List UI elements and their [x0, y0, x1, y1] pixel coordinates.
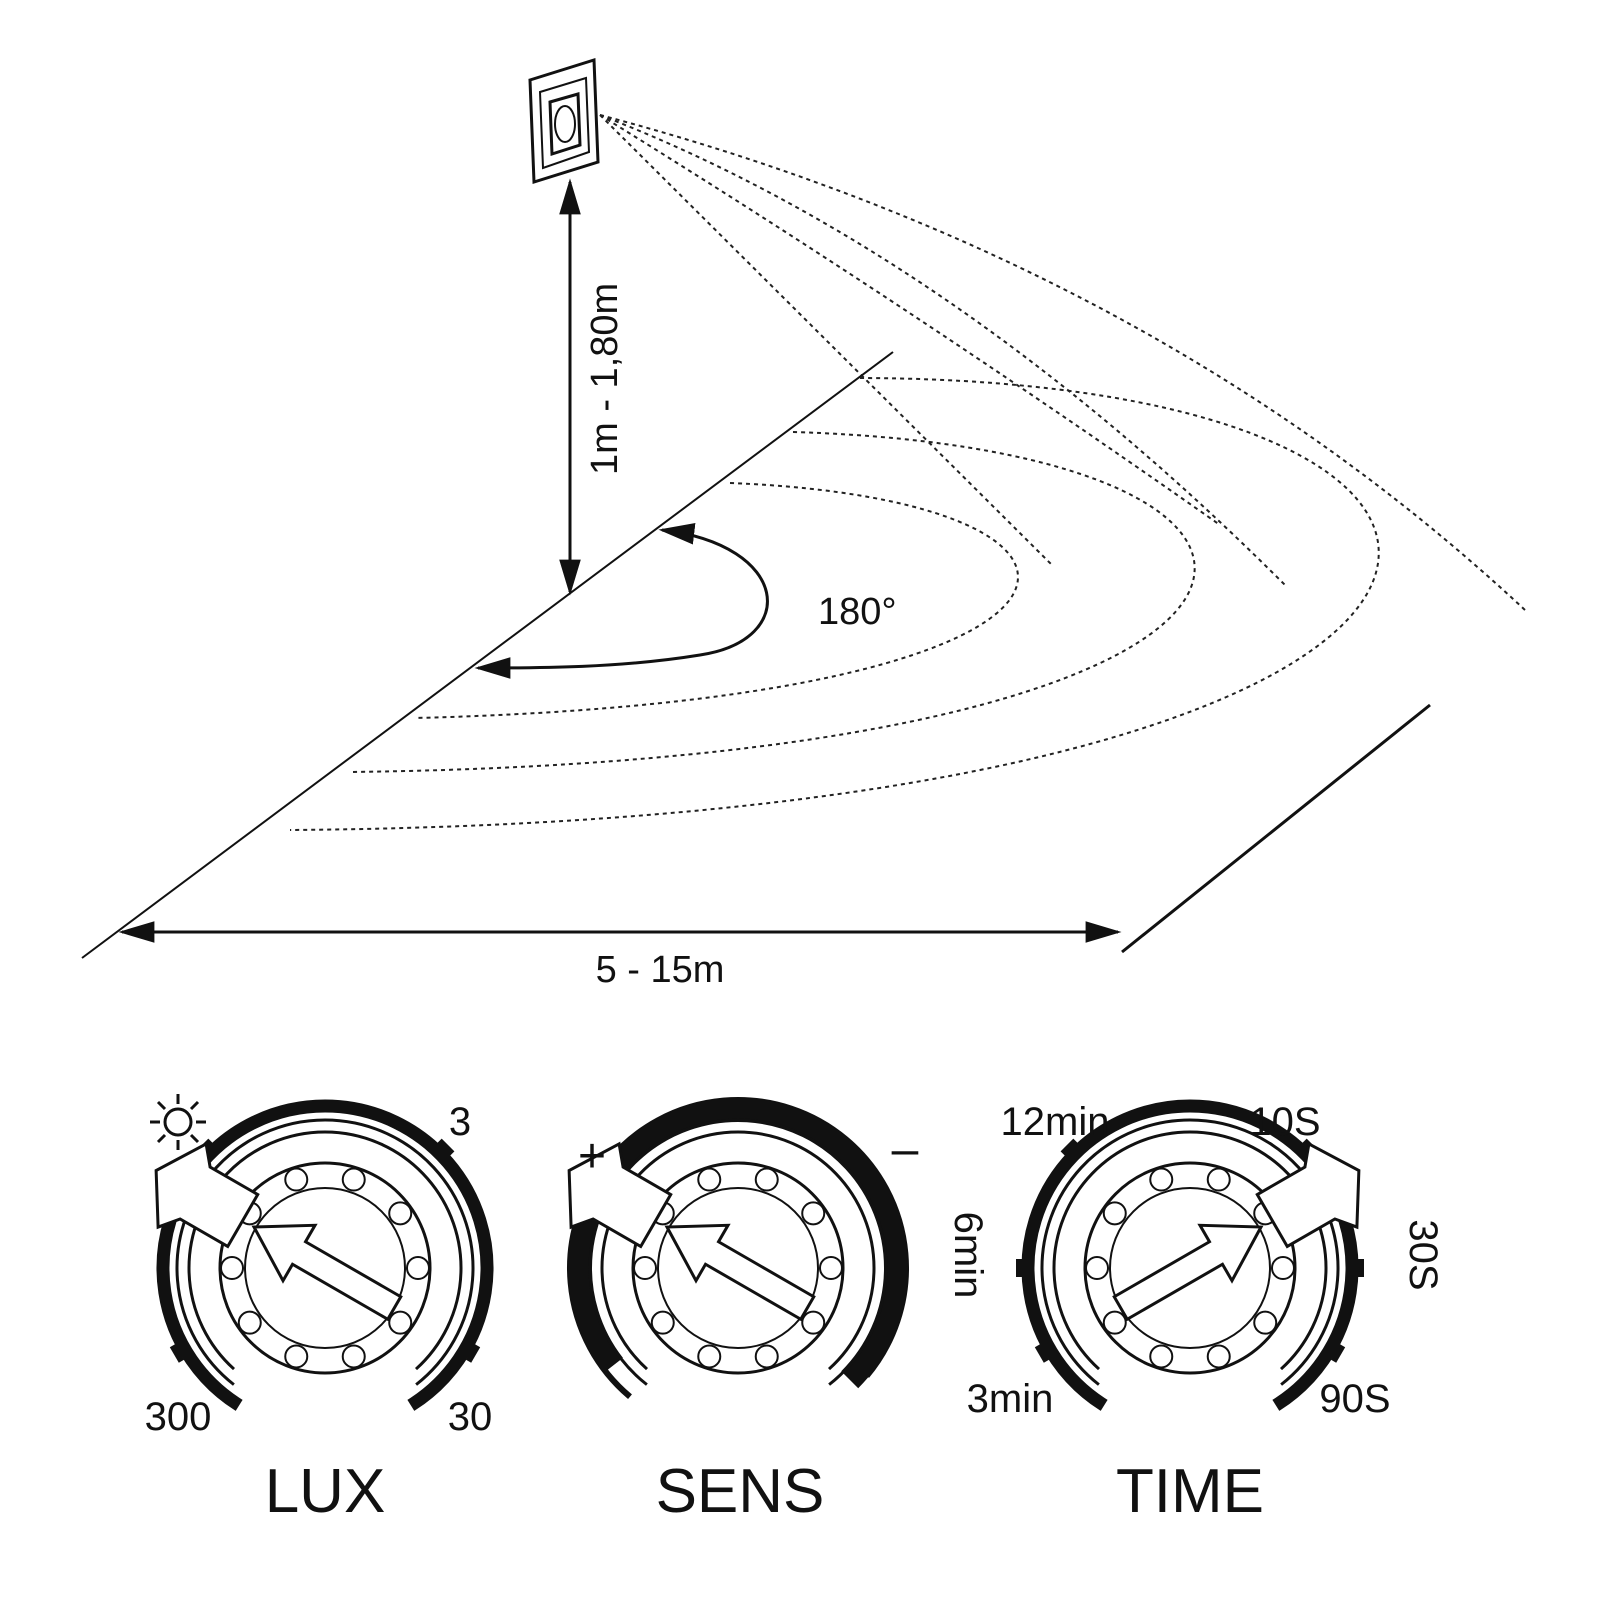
sens-plus-label: + — [578, 1130, 606, 1183]
dial-inner-ring — [1052, 1130, 1328, 1371]
knob-pointer — [154, 1141, 403, 1322]
sens-title: SENS — [656, 1457, 825, 1526]
angle-arc-arrow — [474, 523, 769, 679]
knob-detent — [697, 1167, 722, 1192]
knob-detent — [1102, 1310, 1127, 1335]
detection-rays — [599, 114, 1526, 611]
floor-far-line — [1121, 703, 1431, 954]
dial-outer-ring — [1040, 1118, 1340, 1386]
knob-detent — [1206, 1344, 1231, 1369]
knob-detent — [754, 1344, 779, 1369]
lux-title: LUX — [265, 1457, 386, 1526]
scale-tick — [1060, 1138, 1078, 1156]
knob-detent — [697, 1344, 722, 1369]
lux-dial[interactable] — [132, 1099, 494, 1411]
arrow-icon — [1112, 1223, 1264, 1322]
sensitivity-wedge — [568, 1098, 908, 1389]
scale-arc — [156, 1099, 494, 1411]
knob-detent — [754, 1167, 779, 1192]
detection-angle-label: 180° — [818, 591, 897, 633]
time-dial[interactable] — [1016, 1099, 1383, 1411]
knob-detent — [220, 1256, 244, 1280]
scale-tick — [1034, 1344, 1050, 1363]
detection-range-label: 5 - 15m — [596, 949, 725, 991]
sens-minus-label: – — [892, 1123, 919, 1176]
lux-label-30: 30 — [448, 1395, 493, 1439]
knob-detent — [406, 1256, 430, 1280]
lux-label-300: 300 — [145, 1395, 212, 1439]
dial-inner-ring — [187, 1130, 463, 1371]
arrow-icon — [251, 1223, 403, 1322]
time-label-90s: 90S — [1319, 1377, 1390, 1421]
knob-detent — [284, 1167, 309, 1192]
knob-detent — [801, 1201, 826, 1226]
knob-detent — [1149, 1344, 1174, 1369]
knob-detent — [341, 1344, 366, 1369]
wall-sensor-icon — [528, 57, 600, 185]
pointer-tab — [154, 1141, 260, 1249]
detection-zones — [289, 377, 1380, 831]
knob-detent — [801, 1310, 826, 1335]
scale-arc — [1021, 1099, 1359, 1411]
floor-edge-line — [81, 351, 894, 959]
time-label-3min: 3min — [967, 1377, 1054, 1421]
knob-detent — [237, 1310, 262, 1335]
knob-pointer — [1112, 1141, 1361, 1322]
knob-detent — [341, 1167, 366, 1192]
knob-detent — [819, 1256, 843, 1280]
knob-detent — [1085, 1256, 1109, 1280]
sun-icon — [150, 1094, 206, 1150]
knob-detent — [1271, 1256, 1295, 1280]
dial-outer-ring — [588, 1118, 888, 1386]
knob-detent — [633, 1256, 657, 1280]
sensitivity-dial[interactable] — [545, 1097, 909, 1399]
time-label-12min: 12min — [1001, 1100, 1110, 1144]
scale-tick — [465, 1344, 481, 1363]
knob-detent — [388, 1201, 413, 1226]
knob-detent — [388, 1310, 413, 1335]
time-label-10s: 10S — [1249, 1100, 1320, 1144]
scale-tick — [169, 1344, 185, 1363]
dial-inner-ring — [600, 1130, 876, 1371]
scale-tick — [1330, 1344, 1346, 1363]
time-title: TIME — [1116, 1457, 1264, 1526]
mounting-height-label: 1m - 1,80m — [584, 283, 626, 475]
lux-label-3: 3 — [449, 1100, 471, 1144]
pointer-tab — [1255, 1141, 1361, 1249]
knob-detent — [1102, 1201, 1127, 1226]
pointer-tab — [567, 1141, 673, 1249]
scale-tick — [437, 1138, 455, 1156]
time-label-30s: 30S — [1401, 1219, 1445, 1290]
knob-detent — [650, 1310, 675, 1335]
knob-detent — [284, 1344, 309, 1369]
knob-detent — [1253, 1310, 1278, 1335]
time-label-6min: 6min — [946, 1212, 990, 1299]
knob-detent — [1206, 1167, 1231, 1192]
knob-detent — [1149, 1167, 1174, 1192]
dial-outer-ring — [175, 1118, 475, 1386]
knob-pointer — [567, 1141, 816, 1322]
arrow-icon — [664, 1223, 816, 1322]
